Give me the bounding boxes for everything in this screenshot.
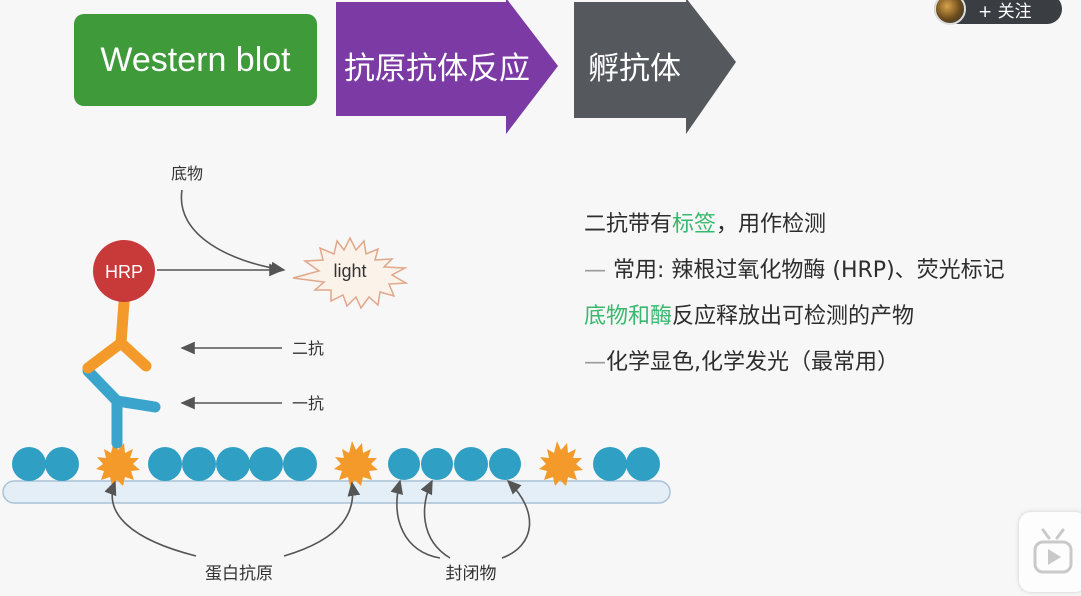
- note-line-3: 底物和酶反应释放出可检测的产物: [584, 304, 915, 329]
- primary-label: 一抗: [292, 394, 324, 413]
- blocker-circle: [626, 447, 660, 481]
- substrate-arrow: [180, 189, 286, 275]
- antigen-antibody-step: 抗原抗体反应: [336, 0, 558, 134]
- secondary-antibody: [82, 296, 152, 374]
- light-burst: [292, 236, 409, 310]
- explanation-text: 二抗带有标签，用作检测 — 常用: 辣根过氧化物酶 (HRP)、荧光标记 底物和…: [584, 202, 1081, 386]
- antigen-star: [334, 441, 378, 486]
- blocker-label: 封闭物: [446, 564, 497, 584]
- western-blot-step: Western blot: [74, 14, 317, 106]
- hrp-enzyme: [93, 240, 155, 302]
- note-line-1: 二抗带有标签，用作检测: [584, 212, 827, 237]
- blocker-circle: [283, 447, 317, 481]
- avatar[interactable]: [934, 0, 966, 25]
- substrate-label: 底物: [171, 164, 203, 183]
- highlight-substrate-enzyme: 底物和酶: [584, 304, 673, 329]
- antigen-arrow-left: [104, 480, 197, 557]
- antigen-stars: [96, 441, 583, 486]
- blocker-circle: [216, 447, 250, 481]
- antigen-label: 蛋白抗原: [205, 564, 273, 584]
- blocker-circle: [12, 447, 46, 481]
- play-icon: [1033, 528, 1073, 574]
- blocking-proteins: [12, 447, 660, 481]
- follow-label[interactable]: + 关注: [978, 1, 1032, 22]
- primary-antibody: [82, 365, 161, 449]
- purple-arrow-shape: [336, 0, 558, 134]
- incubate-antibody-label: 孵抗体: [588, 51, 681, 87]
- blocker-circle: [593, 447, 627, 481]
- blocker-circle: [148, 447, 182, 481]
- gray-arrow-shape: [574, 0, 736, 134]
- follow-button[interactable]: + 关注: [934, 0, 1062, 25]
- membrane: [2, 480, 671, 504]
- blocker-circle: [388, 448, 420, 480]
- blocker-arrow-1: [390, 479, 441, 559]
- blocker-circle: [249, 447, 283, 481]
- note-line-4: —化学显色,化学发光（最常用）: [584, 350, 899, 375]
- antigen-star: [539, 441, 583, 486]
- play-button[interactable]: [1019, 512, 1081, 592]
- antigen-arrow-right: [283, 481, 361, 557]
- blocker-arrow-3: [501, 479, 531, 559]
- western-blot-label: Western blot: [100, 40, 291, 79]
- light-label: light: [333, 261, 366, 281]
- blocker-arrow-2: [420, 479, 451, 559]
- blocker-circle: [489, 448, 521, 480]
- blocker-circle: [421, 448, 453, 480]
- hrp-label: HRP: [105, 262, 143, 282]
- antigen-star: [96, 441, 140, 486]
- blocker-circle: [182, 447, 216, 481]
- incubate-antibody-step: 孵抗体: [574, 0, 739, 134]
- highlight-tag: 标签: [672, 212, 717, 237]
- secondary-label: 二抗: [292, 339, 324, 358]
- blocker-circle: [45, 447, 79, 481]
- blocker-circle: [454, 447, 488, 481]
- note-line-2: — 常用: 辣根过氧化物酶 (HRP)、荧光标记: [584, 258, 1005, 283]
- antigen-antibody-label: 抗原抗体反应: [344, 51, 530, 87]
